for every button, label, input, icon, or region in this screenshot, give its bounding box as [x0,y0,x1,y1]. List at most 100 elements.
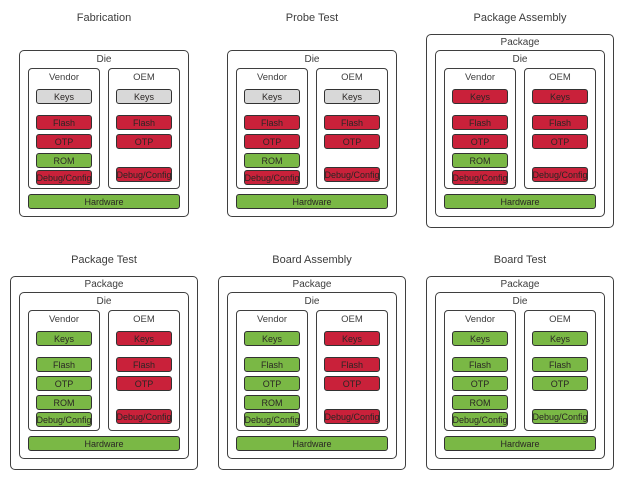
vendor-rom-chip: ROM [244,395,300,410]
stage-panel: Board Assembly Package Die Vendor Keys F… [208,242,416,484]
hardware-bar: Hardware [28,436,180,451]
vendor-keys-chip: Keys [36,89,92,104]
vendor-otp-chip: OTP [452,376,508,391]
package-label: Package [84,279,124,290]
oem-keys-chip: Keys [532,331,588,346]
oem-otp-chip: OTP [532,376,588,391]
oem-flash-chip: Flash [116,357,172,372]
oem-label: OEM [133,72,155,83]
vendor-keys-chip: Keys [244,331,300,346]
vendor-label: Vendor [48,314,80,325]
package-label: Package [500,37,540,48]
oem-otp-chip: OTP [532,134,588,149]
vendor-flash-chip: Flash [452,115,508,130]
domains-row: Vendor Keys Flash OTP ROM Debug/Config O… [28,310,180,431]
vendor-debug-config-chip: Debug/Config [452,412,508,427]
oem-box: OEM Keys Flash OTP Debug/Config [524,68,596,189]
vendor-flash-chip: Flash [244,357,300,372]
stage-panel: Package Assembly Package Die Vendor Keys… [416,0,624,242]
vendor-flash-chip: Flash [36,115,92,130]
domains-row: Vendor Keys Flash OTP ROM Debug/Config O… [444,310,596,431]
oem-keys-chip: Keys [324,89,380,104]
package-box: Package Die Vendor Keys Flash OTP ROM De… [10,276,198,470]
vendor-debug-config-chip: Debug/Config [36,412,92,427]
package-box: Package Die Vendor Keys Flash OTP ROM De… [426,34,614,228]
stage-panel: Probe Test Die Vendor Keys Flash OTP ROM… [208,0,416,242]
vendor-label: Vendor [464,314,496,325]
oem-box: OEM Keys Flash OTP Debug/Config [524,310,596,431]
die-label: Die [96,296,112,307]
vendor-flash-chip: Flash [244,115,300,130]
hardware-bar: Hardware [236,436,388,451]
oem-debug-config-chip: Debug/Config [116,167,172,182]
vendor-keys-chip: Keys [452,89,508,104]
stage-title: Fabrication [76,12,132,24]
die-box: Die Vendor Keys Flash OTP ROM Debug/Conf… [19,50,189,217]
domains-row: Vendor Keys Flash OTP ROM Debug/Config O… [236,68,388,189]
vendor-label: Vendor [464,72,496,83]
vendor-keys-chip: Keys [36,331,92,346]
vendor-keys-chip: Keys [244,89,300,104]
vendor-label: Vendor [48,72,80,83]
oem-debug-config-chip: Debug/Config [116,409,172,424]
die-label: Die [304,296,320,307]
hardware-bar: Hardware [444,194,596,209]
vendor-box: Vendor Keys Flash OTP ROM Debug/Config [28,68,100,189]
vendor-otp-chip: OTP [452,134,508,149]
vendor-rom-chip: ROM [36,395,92,410]
oem-keys-chip: Keys [324,331,380,346]
oem-box: OEM Keys Flash OTP Debug/Config [108,68,180,189]
die-box: Die Vendor Keys Flash OTP ROM Debug/Conf… [435,292,605,459]
vendor-rom-chip: ROM [244,153,300,168]
oem-debug-config-chip: Debug/Config [324,167,380,182]
package-box: Die Vendor Keys Flash OTP ROM Debug/Conf… [10,34,198,228]
stage-title: Probe Test [285,12,339,24]
vendor-otp-chip: OTP [244,134,300,149]
die-box: Die Vendor Keys Flash OTP ROM Debug/Conf… [227,50,397,217]
oem-label: OEM [549,314,571,325]
vendor-otp-chip: OTP [36,376,92,391]
stage-title: Package Assembly [473,12,567,24]
stage-panel: Board Test Package Die Vendor Keys Flash… [416,242,624,484]
die-label: Die [512,296,528,307]
oem-box: OEM Keys Flash OTP Debug/Config [108,310,180,431]
vendor-flash-chip: Flash [452,357,508,372]
oem-label: OEM [341,72,363,83]
vendor-keys-chip: Keys [452,331,508,346]
oem-flash-chip: Flash [116,115,172,130]
stage-title: Board Assembly [272,254,352,266]
hardware-bar: Hardware [28,194,180,209]
die-label: Die [96,54,112,65]
vendor-label: Vendor [256,314,288,325]
vendor-box: Vendor Keys Flash OTP ROM Debug/Config [236,68,308,189]
vendor-debug-config-chip: Debug/Config [244,412,300,427]
stage-panel: Fabrication Die Vendor Keys Flash OTP RO… [0,0,208,242]
stage-panel: Package Test Package Die Vendor Keys Fla… [0,242,208,484]
vendor-debug-config-chip: Debug/Config [36,170,92,185]
vendor-box: Vendor Keys Flash OTP ROM Debug/Config [444,68,516,189]
die-label: Die [304,54,320,65]
oem-debug-config-chip: Debug/Config [324,409,380,424]
stage-title: Board Test [493,254,547,266]
oem-flash-chip: Flash [532,115,588,130]
hardware-bar: Hardware [236,194,388,209]
oem-otp-chip: OTP [324,376,380,391]
die-box: Die Vendor Keys Flash OTP ROM Debug/Conf… [19,292,189,459]
oem-otp-chip: OTP [116,376,172,391]
package-box: Package Die Vendor Keys Flash OTP ROM De… [218,276,406,470]
oem-otp-chip: OTP [324,134,380,149]
oem-label: OEM [133,314,155,325]
oem-debug-config-chip: Debug/Config [532,167,588,182]
vendor-flash-chip: Flash [36,357,92,372]
oem-flash-chip: Flash [532,357,588,372]
vendor-debug-config-chip: Debug/Config [244,170,300,185]
oem-keys-chip: Keys [532,89,588,104]
vendor-box: Vendor Keys Flash OTP ROM Debug/Config [444,310,516,431]
die-box: Die Vendor Keys Flash OTP ROM Debug/Conf… [227,292,397,459]
die-box: Die Vendor Keys Flash OTP ROM Debug/Conf… [435,50,605,217]
oem-flash-chip: Flash [324,115,380,130]
package-box: Die Vendor Keys Flash OTP ROM Debug/Conf… [218,34,406,228]
vendor-otp-chip: OTP [244,376,300,391]
package-label: Package [292,279,332,290]
